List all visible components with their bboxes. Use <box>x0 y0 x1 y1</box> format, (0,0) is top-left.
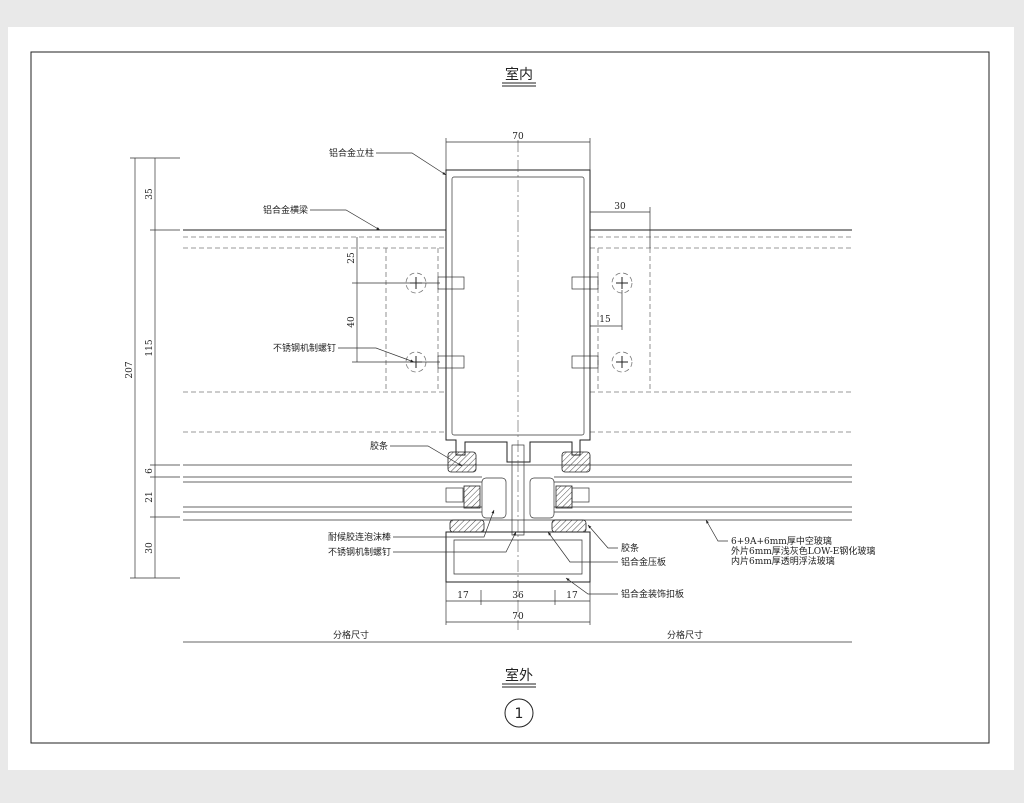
label-glass-2: 外片6mm厚浅灰色LOW-E钢化玻璃 <box>731 545 875 557</box>
label-glass-3: 内片6mm厚透明浮法玻璃 <box>731 555 835 567</box>
label-transom: 铝合金横梁 <box>263 204 308 216</box>
label-gasket-bottom: 胶条 <box>621 542 639 554</box>
detail-marker <box>504 698 534 728</box>
dim-35: 35 <box>145 188 155 200</box>
dim-bottom-36: 36 <box>512 591 524 601</box>
detail-number: 1 <box>515 706 524 722</box>
label-gasket-top: 胶条 <box>370 440 388 452</box>
drawing-border <box>30 51 990 744</box>
dim-115: 115 <box>145 339 155 356</box>
dim-top-70: 70 <box>512 132 524 142</box>
label-screw-top: 不锈钢机制螺钉 <box>273 342 336 354</box>
dim-25: 25 <box>347 252 357 264</box>
dim-21: 21 <box>145 491 155 502</box>
label-glass-1: 6+9A+6mm厚中空玻璃 <box>731 535 832 547</box>
dim-207: 207 <box>125 361 135 378</box>
leaders <box>310 152 728 595</box>
dim-6: 6 <box>145 468 155 474</box>
label-pressure-plate: 铝合金压板 <box>621 556 666 568</box>
dim-bottom-17b: 17 <box>566 591 578 601</box>
label-foam-rod: 耐候胶连泡沫棒 <box>328 531 391 543</box>
dim-40: 40 <box>347 316 357 328</box>
transom <box>183 229 852 433</box>
dim-grid-right: 分格尺寸 <box>667 629 703 641</box>
label-cover-cap: 铝合金装饰扣板 <box>621 588 684 600</box>
paper <box>8 27 1014 770</box>
dim-right-30: 30 <box>614 202 626 212</box>
dim-bottom-17a: 17 <box>457 591 469 601</box>
dim-bottom-70: 70 <box>512 612 524 622</box>
label-mullion: 铝合金立柱 <box>329 147 374 159</box>
title-outdoor: 室外 <box>505 667 533 684</box>
insulated-glass <box>183 451 852 533</box>
left-dimensions <box>130 157 440 579</box>
title-indoor: 室内 <box>505 66 533 83</box>
mullion <box>445 140 591 630</box>
dim-30: 30 <box>145 542 155 554</box>
label-screw-bottom: 不锈钢机制螺钉 <box>328 546 391 558</box>
dim-right-15: 15 <box>599 315 611 325</box>
dim-grid-left: 分格尺寸 <box>333 629 369 641</box>
